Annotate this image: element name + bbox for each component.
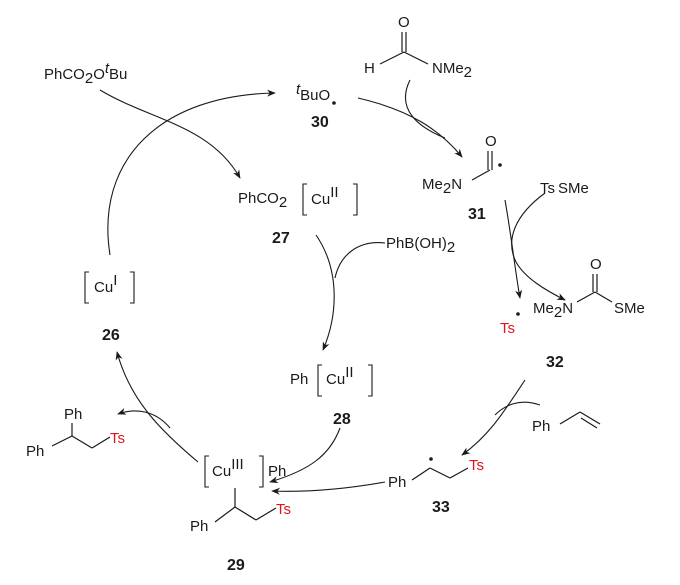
svg-text:NMe2: NMe2 (432, 60, 472, 81)
arrow-33-to-29 (271, 481, 386, 495)
product: Ph Ph Ts (26, 406, 125, 460)
peroxide-reagent: PhCO2OtBu (44, 60, 127, 87)
svg-text:CuI: CuI (94, 272, 117, 296)
svg-text:Ph: Ph (388, 474, 406, 491)
svg-text:PhCO2: PhCO2 (238, 190, 287, 211)
svg-text:O: O (398, 14, 410, 31)
styrene-reagent: Ph (532, 411, 601, 435)
species-29: CuIII Ph Ph Ts 29 (190, 455, 291, 574)
svg-text:32: 32 (546, 354, 564, 371)
arrow-31-to-32 (504, 199, 523, 299)
svg-text:Ts: Ts (276, 501, 291, 518)
svg-text:Ph: Ph (190, 518, 208, 535)
species-27: PhCO2 CuII 27 (238, 183, 358, 247)
arrow-29-to-26 (115, 351, 199, 463)
species-28: Ph CuII 28 (290, 364, 373, 428)
svg-text:Ts: Ts (110, 430, 125, 447)
svg-text:31: 31 (468, 206, 486, 223)
arrow-boronic-in (334, 242, 386, 279)
arrow-styrene-in (494, 401, 541, 416)
svg-text:O: O (590, 256, 602, 273)
svg-text:Ts: Ts (500, 320, 515, 337)
svg-text:PhB(OH)2: PhB(OH)2 (386, 235, 455, 256)
svg-text:Ph: Ph (26, 443, 44, 460)
svg-text:Ph: Ph (64, 406, 82, 423)
svg-text:H: H (364, 60, 375, 77)
svg-text:Me2N: Me2N (533, 300, 573, 321)
svg-text:PhCO2OtBu: PhCO2OtBu (44, 60, 127, 87)
svg-text:27: 27 (272, 230, 290, 247)
svg-text:CuII: CuII (326, 364, 354, 388)
svg-text:Me2N: Me2N (422, 176, 462, 197)
species-26: CuI 26 (84, 271, 135, 344)
svg-text:CuII: CuII (311, 184, 339, 208)
svg-text:O: O (485, 133, 497, 150)
arrow-formamide-in (404, 79, 446, 139)
svg-text:26: 26 (102, 327, 120, 344)
arrow-28-to-29 (269, 427, 341, 484)
arrow-peroxide-to-27 (99, 89, 241, 179)
species-30: tBuO 30 (296, 81, 336, 131)
svg-text:tBuO: tBuO (296, 81, 330, 104)
arrow-product-out (117, 408, 171, 429)
svg-text:Ts: Ts (469, 457, 484, 474)
svg-text:Ph: Ph (532, 418, 550, 435)
arrow-26-to-30 (107, 89, 276, 256)
arrow-27-to-28 (315, 234, 335, 351)
species-33: Ph Ts 33 (388, 457, 484, 516)
radical-dot (332, 101, 336, 105)
svg-text:Ph: Ph (290, 371, 308, 388)
formamide-reagent: O H NMe2 (364, 14, 472, 81)
cycle-arrows (99, 79, 566, 495)
svg-text:28: 28 (333, 411, 351, 428)
species-32: Ts O Me2N SMe 32 (500, 256, 645, 371)
svg-text:CuIII: CuIII (212, 456, 244, 480)
svg-text:33: 33 (432, 499, 450, 516)
svg-text:Ph: Ph (268, 463, 286, 480)
arrow-32-to-33 (461, 379, 526, 456)
species-31: O Me2N 31 (422, 133, 502, 223)
arrow-30-to-31 (357, 97, 463, 158)
arrow-tssme-to-thiocarbamate (511, 192, 566, 301)
boronic-acid-reagent: PhB(OH)2 (386, 235, 455, 256)
svg-text:SMe: SMe (614, 300, 645, 317)
svg-text:30: 30 (311, 114, 329, 131)
svg-text:29: 29 (227, 557, 245, 574)
